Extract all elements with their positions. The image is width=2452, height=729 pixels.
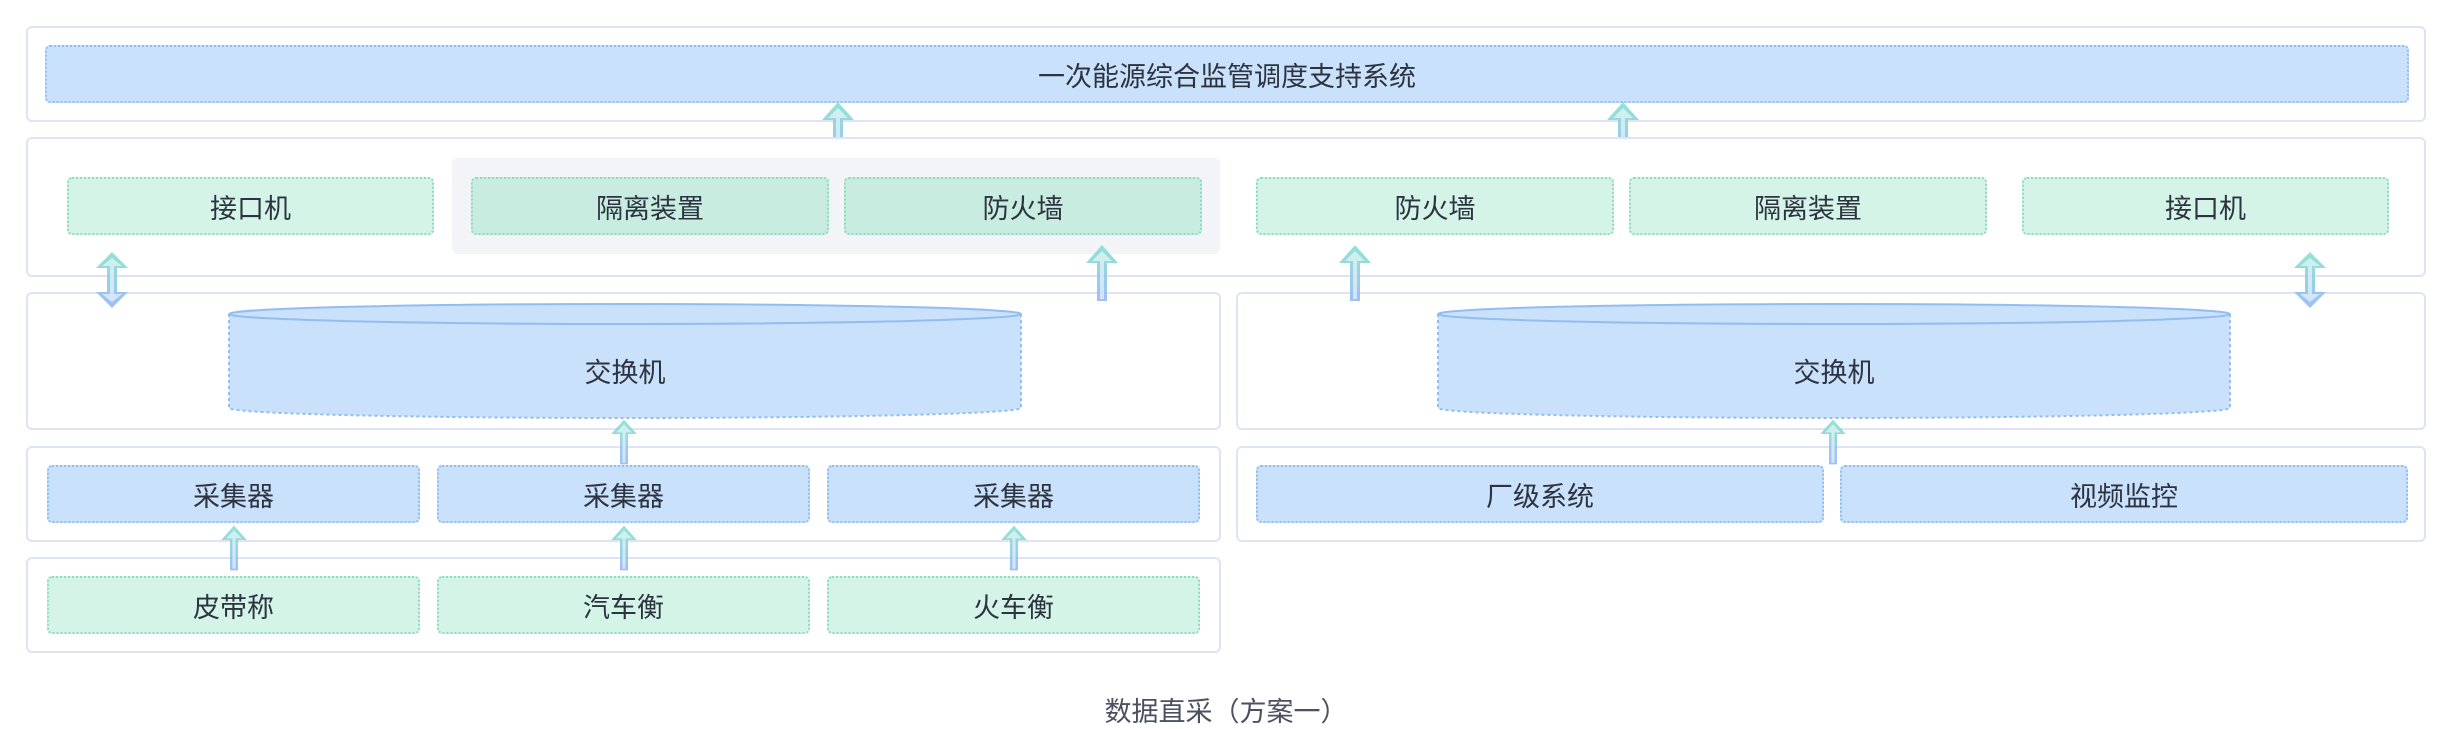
device-box-truck-scale: 汽车衡	[437, 576, 810, 634]
collector-box-2: 采集器	[437, 465, 810, 523]
right-firewall-box: 防火墙	[1256, 177, 1614, 235]
device-box-rail-scale: 火车衡	[827, 576, 1200, 634]
arrow-up-left-firewall	[1082, 243, 1122, 303]
collector-box-3: 采集器	[827, 465, 1200, 523]
arrow-bidirectional-right	[2290, 250, 2330, 310]
arrow-up-collector-to-switch	[604, 418, 644, 466]
monitoring-system-box: 一次能源综合监管调度支持系统	[45, 45, 2409, 103]
switch-label-left: 交换机	[584, 357, 666, 389]
switch-cylinder-right	[1437, 303, 2231, 419]
switch-label-right: 交换机	[1793, 357, 1875, 389]
left-firewall-box: 防火墙	[844, 177, 1202, 235]
arrow-bidirectional-left	[92, 250, 132, 310]
arrow-up-device-2	[604, 524, 644, 572]
left-interface-box: 接口机	[67, 177, 434, 235]
figure-caption: 数据直采（方案一）	[1104, 697, 1348, 728]
arrow-up-device-3	[994, 524, 1034, 572]
arrow-up-right-firewall	[1335, 243, 1375, 303]
switch-cylinder-left	[228, 303, 1022, 419]
video-monitor-box: 视频监控	[1840, 465, 2408, 523]
collector-box-1: 采集器	[47, 465, 420, 523]
right-interface-box: 接口机	[2022, 177, 2389, 235]
device-box-belt-scale: 皮带称	[47, 576, 420, 634]
plant-system-box: 厂级系统	[1256, 465, 1824, 523]
left-isolation-box: 隔离装置	[471, 177, 829, 235]
arrow-up-systems-to-switch	[1813, 418, 1853, 466]
right-isolation-box: 隔离装置	[1629, 177, 1987, 235]
arrow-up-device-1	[214, 524, 254, 572]
